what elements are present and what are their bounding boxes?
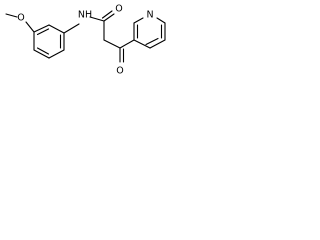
ring-b-bond-5 xyxy=(149,39,166,49)
ring-a-bond-2 xyxy=(48,24,65,34)
methoxyphenyl-ring xyxy=(33,24,65,59)
chemical-structure-diagram: O NH O O N xyxy=(5,4,166,77)
atom-label-ketone-oxygen: O xyxy=(116,66,123,77)
ring-a-inner-bond-3 xyxy=(36,47,50,55)
bond-n-carbonyl xyxy=(89,16,105,22)
ring-b-bond-6 xyxy=(133,39,151,49)
bond-ring-n xyxy=(63,23,80,34)
bond-ch3-o xyxy=(5,13,18,18)
bond-amide-co-1 xyxy=(103,13,115,22)
ring-a-inner-bond-1 xyxy=(36,28,50,36)
atom-label-methoxy-oxygen: O xyxy=(17,13,24,24)
atom-label-pyridine-nitrogen: N xyxy=(146,10,153,21)
bond-amide-co-2 xyxy=(101,10,113,19)
ring-a-bond-5 xyxy=(33,49,50,59)
atom-label-amide-oxygen: O xyxy=(115,4,122,15)
atom-label-amide-nitrogen: NH xyxy=(78,10,92,21)
ring-b-bond-2 xyxy=(133,17,144,24)
ring-b-inner-bond-3 xyxy=(145,37,159,46)
ring-b-bond-3 xyxy=(156,17,166,24)
bond-ch2-ketone xyxy=(103,39,121,49)
bond-o-ring xyxy=(25,21,35,33)
bond-ketone-ring xyxy=(119,39,135,49)
pyridine-ring xyxy=(133,17,166,49)
ring-a-bond-4 xyxy=(48,49,65,59)
ring-a-bond-1 xyxy=(33,24,50,33)
